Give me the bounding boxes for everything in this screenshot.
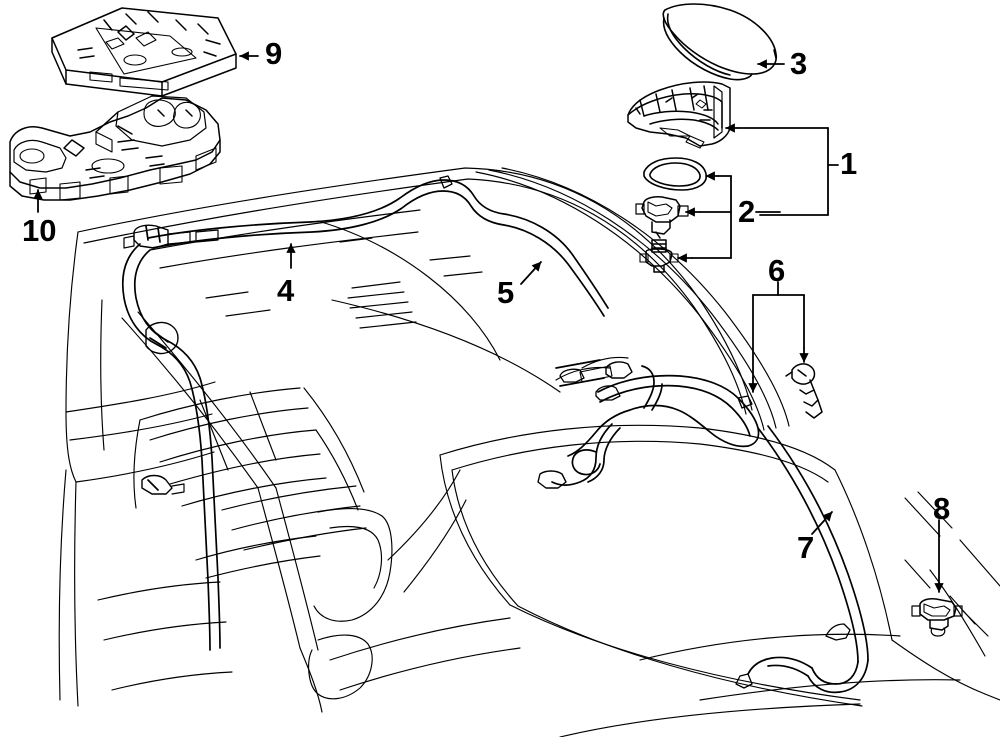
leader-lines [33,51,944,593]
leader-5 [520,261,542,285]
vehicle-body-outline [58,167,1000,737]
part-antenna-cable-pillar [121,243,221,651]
part-cable-clamp-rear [911,598,963,637]
part-antenna-base-assembly-housing [627,81,731,149]
part-cable-retainer-bracket [785,363,823,419]
callout-label-8: 8 [933,491,951,526]
part-antenna-gasket-seal [643,157,707,191]
part-antenna-mounting-bracket [9,95,221,201]
callout-label-9: 9 [265,36,283,71]
part-antenna-mounting-screw [639,239,679,273]
callout-label-2: 2 [738,194,756,229]
callout-label-4: 4 [277,273,295,308]
callout-label-7: 7 [797,530,815,565]
callout-label-6: 6 [768,253,786,288]
callout-label-1: 1 [840,146,858,181]
part-antenna-retainer-clip [635,196,689,239]
part-antenna-amplifier-module [51,7,237,97]
callout-label-5: 5 [497,275,515,310]
callout-label-3: 3 [790,46,808,81]
part-antenna-cable-rear-harness [537,359,869,694]
leader-7 [811,511,833,535]
callout-label-10: 10 [22,213,57,248]
part-antenna-cover-cap [662,3,777,81]
part-antenna-cable-roof [123,175,609,317]
